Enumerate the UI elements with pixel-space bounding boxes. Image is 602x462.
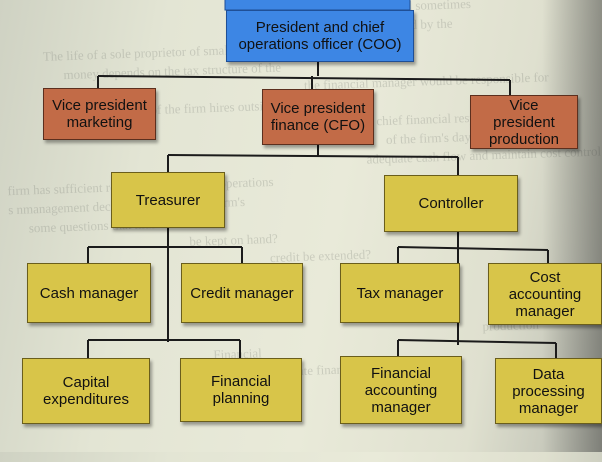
- vp-marketing-label: Vice president marketing: [52, 97, 147, 131]
- financial-accounting-manager-label: Financial accounting manager: [364, 364, 438, 416]
- controller-box: Controller: [384, 175, 518, 232]
- vp-marketing-box: Vice president marketing: [43, 88, 156, 140]
- tax-manager-box: Tax manager: [340, 263, 460, 323]
- credit-manager-box: Credit manager: [181, 263, 303, 323]
- capital-expenditures-label: Capital expenditures: [43, 374, 129, 408]
- vp-production-label: Vice president production: [488, 96, 560, 148]
- upper-box-partial: [224, 0, 411, 11]
- cost-accounting-manager-label: Cost accounting manager: [508, 268, 582, 320]
- cash-manager-box: Cash manager: [27, 263, 151, 323]
- cost-accounting-manager-box: Cost accounting manager: [488, 263, 602, 325]
- data-processing-manager-box: Data processing manager: [495, 358, 602, 424]
- financial-planning-label: Financial planning: [210, 373, 272, 407]
- cash-manager-label: Cash manager: [39, 284, 139, 302]
- financial-planning-box: Financial planning: [180, 358, 302, 422]
- coo-label: President and chief operations officer (…: [238, 19, 402, 53]
- data-processing-manager-label: Data processing manager: [512, 365, 585, 417]
- treasurer-label: Treasurer: [135, 191, 201, 209]
- vp-production-box: Vice president production: [470, 95, 578, 149]
- coo-box: President and chief operations officer (…: [226, 10, 414, 62]
- connector-vp-bar: [97, 75, 511, 81]
- treasurer-box: Treasurer: [111, 172, 225, 228]
- financial-accounting-manager-box: Financial accounting manager: [340, 356, 462, 424]
- vp-finance-box: Vice president finance (CFO): [262, 89, 374, 145]
- capital-expenditures-box: Capital expenditures: [22, 358, 150, 424]
- connector-lines: [87, 0, 557, 358]
- tax-manager-label: Tax manager: [356, 284, 444, 302]
- vp-finance-label: Vice president finance (CFO): [270, 100, 366, 134]
- controller-label: Controller: [418, 195, 484, 212]
- credit-manager-label: Credit manager: [190, 284, 294, 302]
